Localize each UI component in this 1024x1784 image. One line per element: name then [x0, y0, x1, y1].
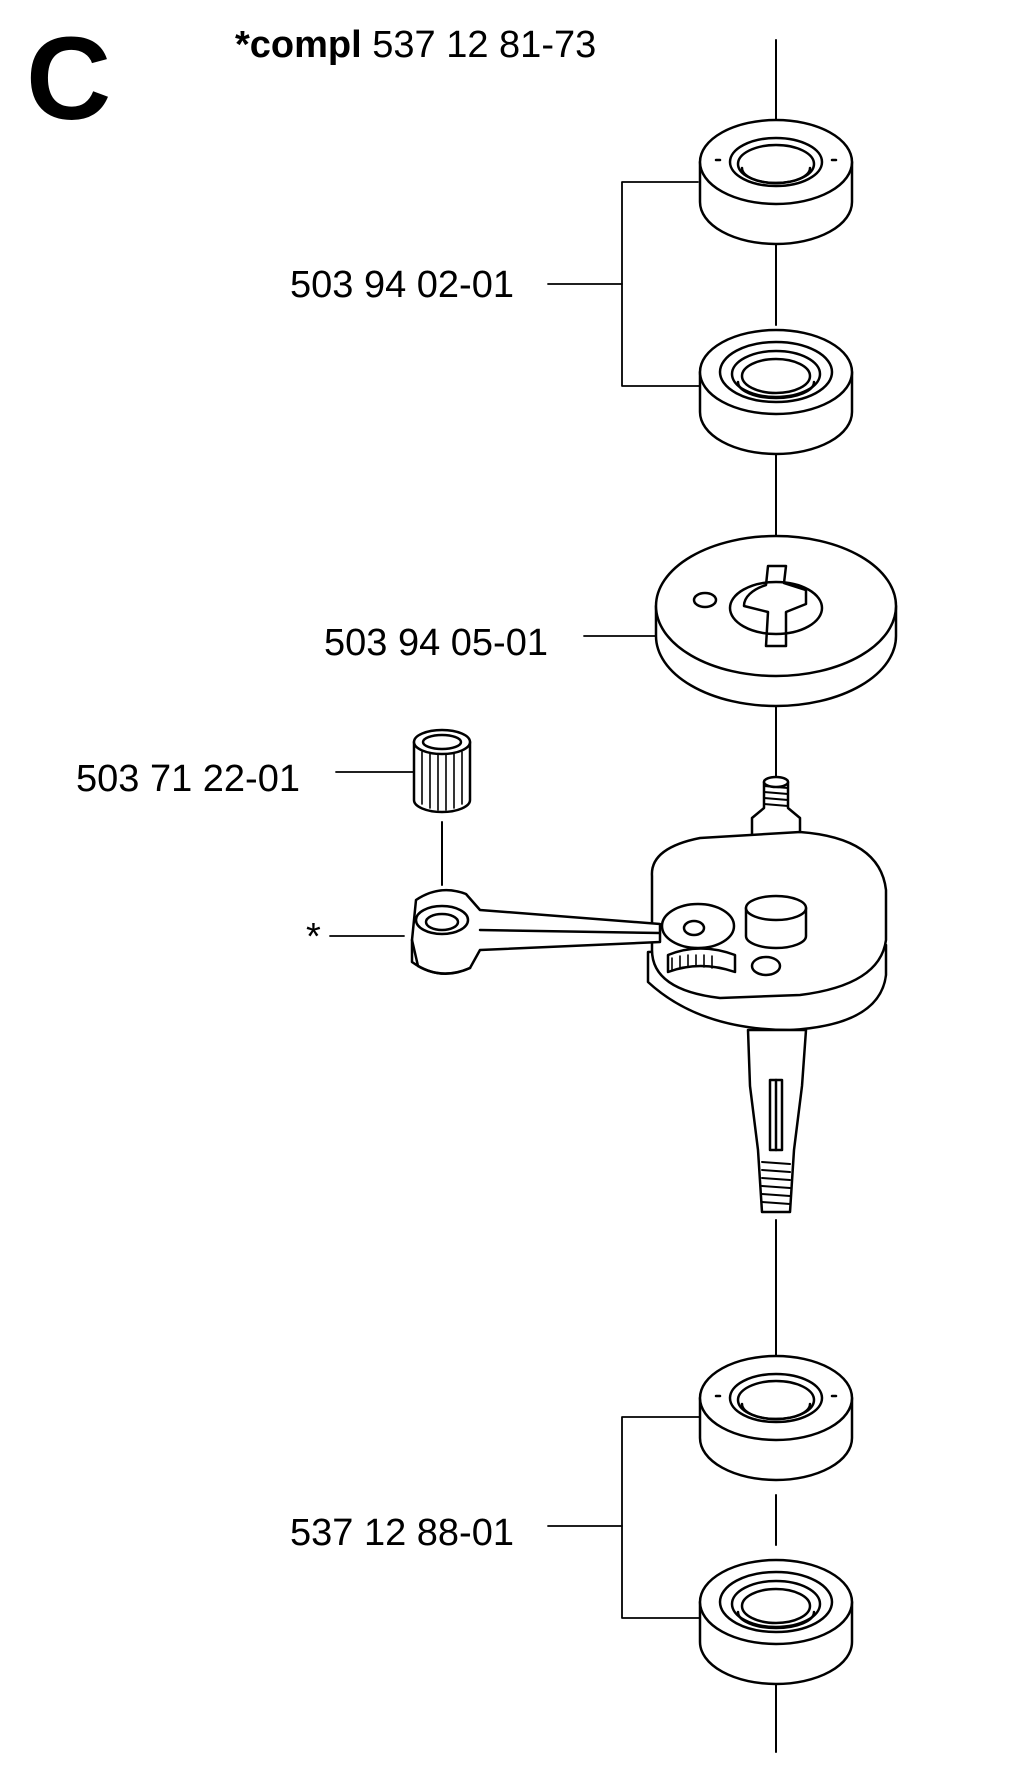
callout-needle-bearing: 503 71 22-01	[76, 758, 300, 800]
assembly-number: *compl 537 12 81-73	[235, 26, 596, 64]
connecting-rod	[410, 888, 662, 975]
callout-bearing-top: 503 94 02-01	[290, 264, 514, 306]
ball-bearing-top	[698, 328, 854, 456]
callout-bearing-bottom: 537 12 88-01	[290, 1512, 514, 1554]
assembly-prefix: *compl	[235, 24, 362, 66]
needle-bearing	[412, 728, 472, 814]
assembly-part-number: 537 12 81-73	[372, 24, 597, 66]
callout-crank-disc: 503 94 05-01	[324, 622, 548, 664]
oil-seal-top	[698, 118, 854, 246]
oil-seal-bottom	[698, 1354, 854, 1482]
crank-disc	[654, 534, 898, 708]
ball-bearing-bottom	[698, 1558, 854, 1686]
section-letter: C	[26, 13, 112, 145]
callout-connecting-rod: *	[306, 916, 321, 958]
crankshaft	[646, 775, 888, 1214]
leader-lines	[329, 181, 703, 1619]
